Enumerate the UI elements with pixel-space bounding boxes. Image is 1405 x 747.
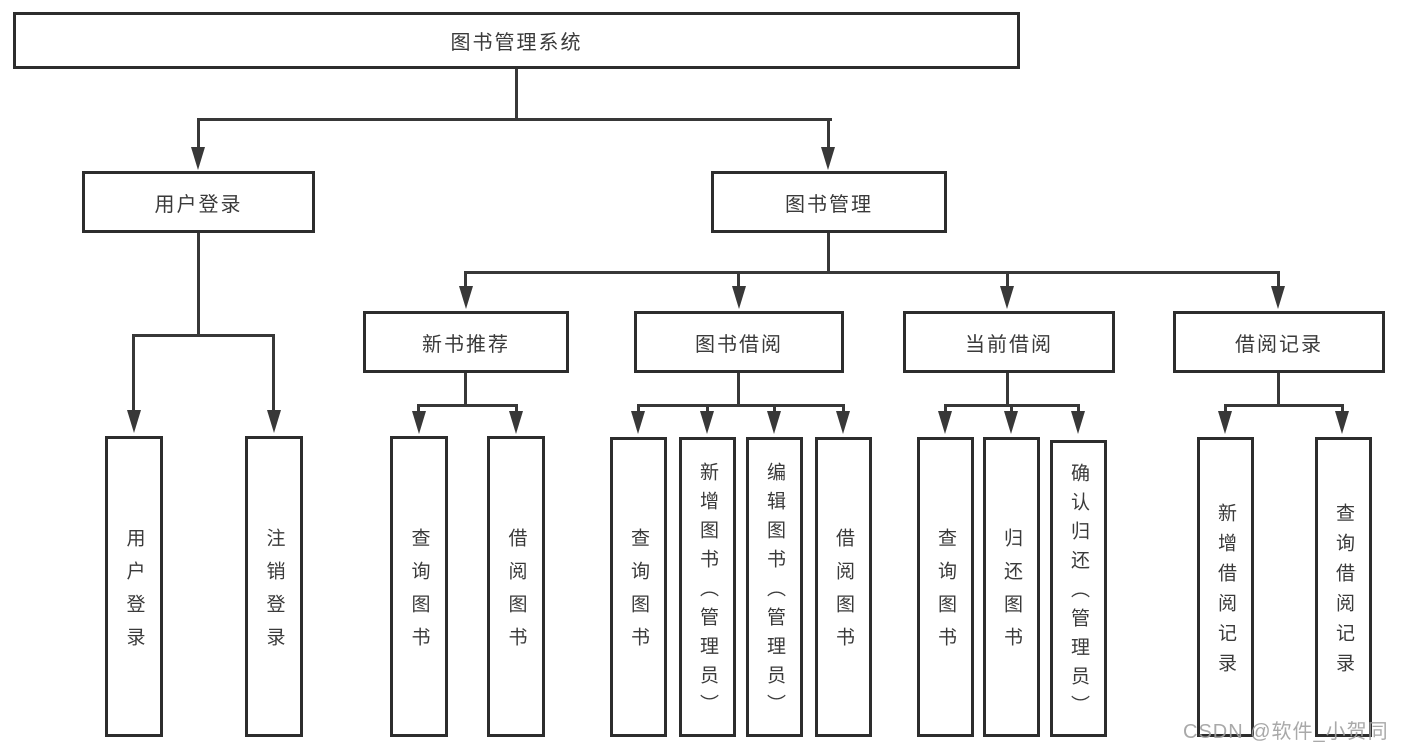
watermark: CSDN @软件_小贺同学 [1183,721,1389,743]
leaf-query-books-2: 查询图书 [610,437,667,737]
leaf-query-books-3: 查询图书 [917,437,974,737]
arrow-down-icon [412,411,426,434]
leaf-user-login: 用户登录 [105,436,163,737]
connector-v [737,271,740,287]
arrow-down-icon [821,147,835,170]
leaf-borrow-books-1-label: 借阅图书 [505,527,527,660]
leaf-query-books-1: 查询图书 [390,436,448,737]
node-current-borrow: 当前借阅 [903,311,1115,373]
connector-v [272,334,275,411]
arrow-down-icon [1335,411,1349,434]
connector-v [417,404,420,413]
connector-h [197,118,832,121]
connector-h [417,404,518,407]
connector-v [197,118,200,150]
connector-v [944,404,947,413]
connector-v [132,334,135,411]
arrow-down-icon [127,410,141,433]
connector-v [1006,271,1009,287]
node-new-book-recommend: 新书推荐 [363,311,569,373]
arrow-down-icon [191,147,205,170]
arrow-down-icon [459,286,473,309]
leaf-add-book-admin: 新增图书（管理员） [679,437,736,737]
connector-v [1006,373,1009,406]
leaf-add-borrow-record-label: 新增借阅记录 [1215,502,1236,683]
connector-v [464,373,467,406]
arrow-down-icon [836,411,850,434]
arrow-down-icon [1004,411,1018,434]
arrow-down-icon [732,286,746,309]
arrow-down-icon [1218,411,1232,434]
node-user-login: 用户登录 [82,171,315,233]
leaf-borrow-books-2: 借阅图书 [815,437,872,737]
connector-v [1010,404,1013,413]
leaf-query-books-3-label: 查询图书 [935,528,956,660]
connector-v [1224,404,1227,413]
leaf-borrow-books-2-label: 借阅图书 [833,528,854,660]
connector-v [515,404,518,413]
connector-v [773,404,776,413]
node-book-management: 图书管理 [711,171,947,233]
connector-v [827,233,830,273]
arrow-down-icon [938,411,952,434]
connector-h [464,271,1280,274]
connector-v [515,69,518,120]
leaf-query-borrow-record: 查询借阅记录 [1315,437,1372,737]
arrow-down-icon [631,411,645,434]
arrow-down-icon [1000,286,1014,309]
connector-v [827,118,830,150]
arrow-down-icon [767,411,781,434]
leaf-logout-label: 注销登录 [263,527,285,660]
arrow-down-icon [1271,286,1285,309]
connector-v [706,404,709,413]
connector-h [1224,404,1344,407]
leaf-query-books-1-label: 查询图书 [408,527,430,660]
connector-v [1277,373,1280,406]
connector-v [1277,271,1280,287]
arrow-down-icon [267,410,281,433]
connector-v [464,271,467,287]
connector-h [637,404,845,407]
leaf-return-book-label: 归还图书 [1001,528,1022,660]
node-book-borrow: 图书借阅 [634,311,844,373]
leaf-edit-book-admin-label: 编辑图书（管理员） [764,461,785,723]
leaf-user-login-label: 用户登录 [123,527,145,660]
arrow-down-icon [700,411,714,434]
leaf-query-books-2-label: 查询图书 [628,528,649,660]
connector-v [1341,404,1344,413]
connector-v [637,404,640,413]
connector-v [842,404,845,413]
leaf-confirm-return-admin: 确认归还（管理员） [1050,440,1107,737]
node-root: 图书管理系统 [13,12,1020,69]
leaf-add-book-admin-label: 新增图书（管理员） [697,461,718,723]
leaf-borrow-books-1: 借阅图书 [487,436,545,737]
leaf-return-book: 归还图书 [983,437,1040,737]
connector-v [1077,404,1080,413]
leaf-confirm-return-admin-label: 确认归还（管理员） [1068,463,1089,724]
node-borrow-records: 借阅记录 [1173,311,1385,373]
connector-v [197,233,200,336]
leaf-edit-book-admin: 编辑图书（管理员） [746,437,803,737]
connector-v [737,373,740,406]
leaf-logout: 注销登录 [245,436,303,737]
connector-h [132,334,275,337]
leaf-add-borrow-record: 新增借阅记录 [1197,437,1254,737]
arrow-down-icon [1071,411,1085,434]
arrow-down-icon [509,411,523,434]
leaf-query-borrow-record-label: 查询借阅记录 [1333,502,1354,683]
